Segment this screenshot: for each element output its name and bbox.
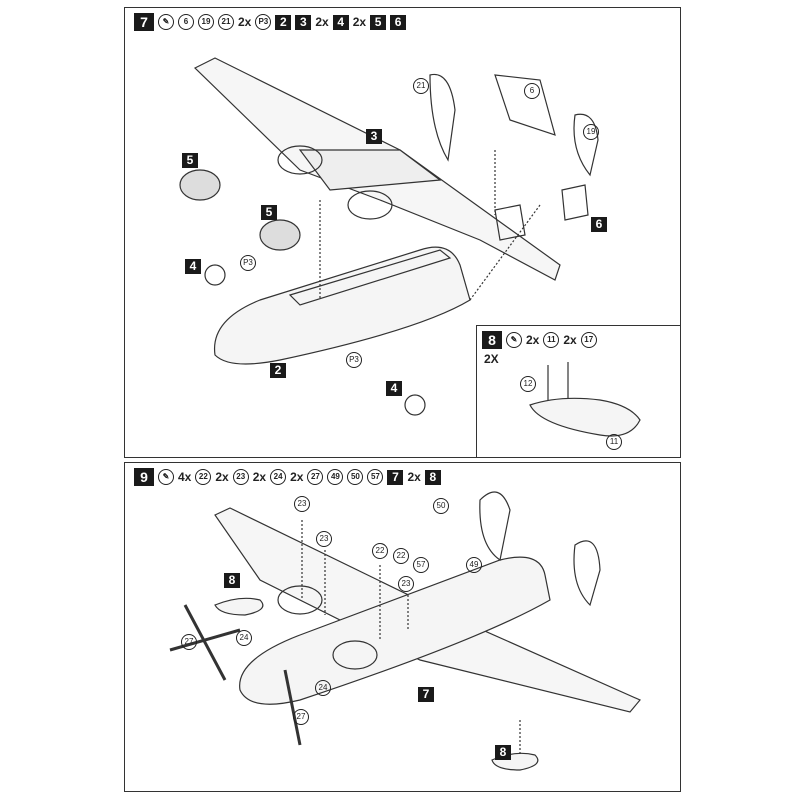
step-ref: 4 [386, 381, 402, 396]
quantity: 4x [178, 470, 192, 484]
step-number: 8 [482, 331, 502, 349]
part-callout: 24 [315, 680, 331, 696]
part-callout: 12 [520, 376, 536, 392]
part-callout: 22 [195, 469, 212, 485]
part-callout: 27 [307, 469, 324, 485]
step-7-aircraft-drawing [179, 57, 599, 416]
part-callout: 50 [433, 498, 449, 514]
part-callout: P3 [346, 352, 362, 368]
quantity: 2x [563, 333, 577, 347]
step-ref: 8 [495, 745, 511, 760]
part-callout: 22 [393, 548, 409, 564]
step-ref: 2 [270, 363, 286, 378]
part-callout: 22 [372, 543, 388, 559]
part-callout: 49 [327, 469, 344, 485]
quantity: 2x [238, 15, 252, 29]
quantity: 2x [407, 470, 421, 484]
step-number: 7 [134, 13, 154, 31]
quantity: 2x [215, 470, 229, 484]
step-7-header: 7 ✎ 6 19 21 2x P3 2 3 2x 4 2x 5 6 [134, 13, 407, 31]
quantity: 2x [252, 470, 267, 484]
quantity: 2x [526, 333, 540, 347]
step-8-header: 8 ✎ 2x 11 2x 17 [482, 331, 597, 349]
part-callout: 49 [466, 557, 482, 573]
glue-icon: ✎ [158, 14, 174, 30]
part-callout: 11 [543, 332, 560, 348]
part-callout: 23 [398, 576, 414, 592]
part-callout: 23 [316, 531, 332, 547]
step-ref: 4 [332, 14, 349, 30]
step-ref: 6 [591, 217, 607, 232]
quantity: 2x [290, 470, 304, 484]
step-number: 9 [134, 468, 154, 486]
part-callout: 6 [524, 83, 540, 99]
part-callout: P3 [240, 255, 256, 271]
part-callout: 21 [218, 14, 234, 30]
step-ref: 4 [185, 259, 201, 274]
part-callout: 24 [270, 469, 287, 485]
glue-icon: ✎ [506, 332, 522, 348]
part-callout: 17 [580, 332, 597, 348]
step-ref: 3 [366, 129, 382, 144]
step-ref: 5 [182, 153, 198, 168]
step-ref: 5 [261, 205, 277, 220]
step-ref: 7 [387, 469, 404, 485]
quantity: 2x [315, 15, 329, 29]
part-callout: 6 [178, 14, 194, 30]
step-ref: 8 [224, 573, 240, 588]
step-ref: 8 [424, 469, 441, 485]
step-ref: 7 [418, 687, 434, 702]
part-callout: 21 [413, 78, 429, 94]
part-callout: 57 [413, 557, 429, 573]
step-ref: 6 [390, 14, 407, 30]
step-8-float-drawing [529, 362, 641, 437]
glue-icon: ✎ [158, 469, 174, 485]
part-callout: 27 [293, 709, 309, 725]
part-callout: P3 [255, 14, 272, 30]
step-ref: 3 [295, 14, 312, 30]
part-callout: 19 [583, 124, 599, 140]
part-callout: 57 [367, 469, 384, 485]
step-ref: 5 [370, 14, 387, 30]
part-callout: 50 [347, 469, 364, 485]
part-callout: 19 [198, 14, 214, 30]
quantity: 2x [352, 15, 367, 29]
part-callout: 23 [232, 469, 249, 485]
part-callout: 27 [181, 634, 197, 650]
part-callout: 23 [294, 496, 310, 512]
step-8-note: 2X [484, 352, 499, 366]
part-callout: 24 [236, 630, 252, 646]
step-9-header: 9 ✎ 4x 22 2x 23 2x 24 2x 27 49 50 57 7 2… [134, 468, 441, 486]
part-callout: 11 [606, 434, 622, 450]
step-ref: 2 [275, 14, 292, 30]
